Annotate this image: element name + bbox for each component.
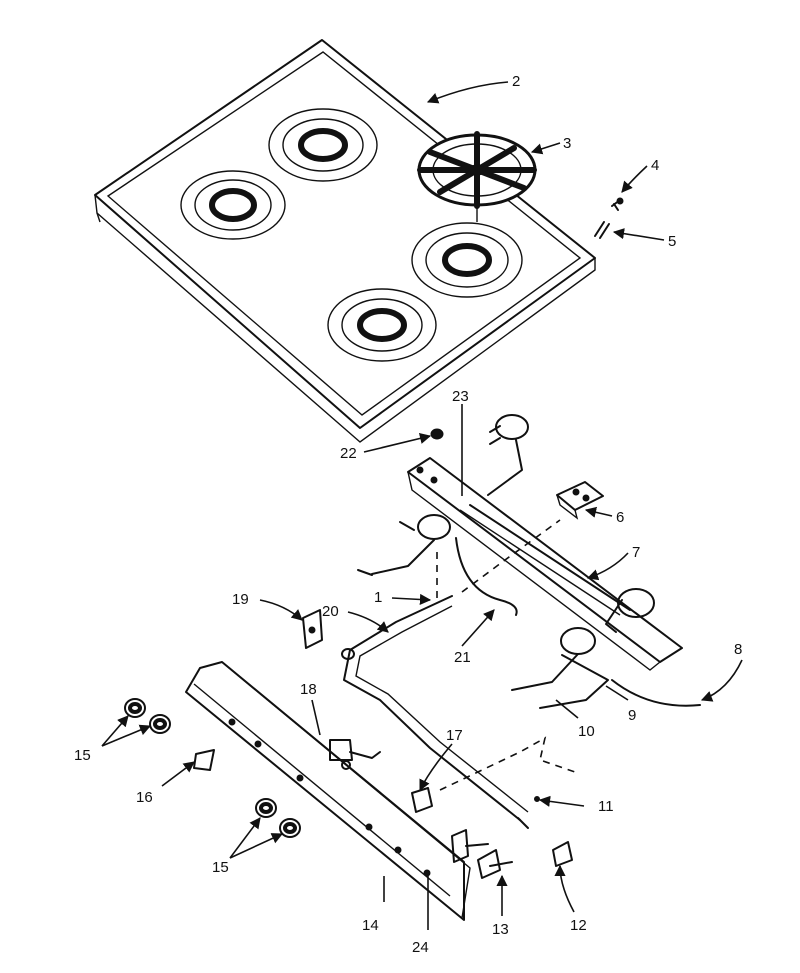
manifold-assembly [407,457,683,671]
callout-15-upper: 15 [74,747,91,764]
surface-burner-rear-left [268,108,378,182]
callout-15-lower: 15 [212,859,229,876]
gas-manifold-tube [341,595,529,829]
callout-6: 6 [616,509,624,526]
burner-valve-rear-right [357,514,451,576]
bracket-part-12 [552,841,573,867]
burner-valve-rear-left [487,414,529,496]
ignition-module [556,481,604,520]
control-panel [185,661,471,921]
callout-9: 9 [628,707,636,724]
callout-7: 7 [632,544,640,561]
wire-harness-dashed-2 [461,519,561,593]
callout-5: 5 [668,233,676,250]
callout-21: 21 [454,649,471,666]
control-knob-upper-1 [124,698,146,718]
bracket-part-19 [302,609,323,649]
control-knob-lower-1 [255,798,277,818]
callout-19: 19 [232,591,249,608]
surface-burner-rear-right [411,222,523,298]
callout-24: 24 [412,939,429,956]
surface-burner-front-left [180,170,286,240]
ignition-wire [455,537,518,616]
callout-13: 13 [492,921,509,938]
control-knob-upper-2 [149,714,171,734]
control-valves-lower [451,829,513,879]
screw-part-11 [534,796,540,802]
callout-1: 1 [374,589,382,606]
burner-grate [417,131,537,222]
control-knob-lower-2 [279,818,301,838]
nut-part-22 [430,428,444,440]
callout-22: 22 [340,445,357,462]
burner-valve-front-left [605,588,655,633]
leader-lines [101,81,743,930]
control-valves-upper [329,739,381,770]
callout-23: 23 [452,388,469,405]
cooktop-panel [94,39,596,443]
surface-burner-front-right [327,288,437,362]
callout-11: 11 [598,798,614,815]
callout-20: 20 [322,603,339,620]
bracket-part-17 [411,787,433,813]
screw-part-4 [611,197,624,211]
callout-8: 8 [734,641,742,658]
callout-4: 4 [651,157,659,174]
clip-part-5 [594,221,610,239]
control-knob-part-16 [193,749,215,771]
burner-valve-front-right [511,627,609,709]
callout-10: 10 [578,723,595,740]
callout-12: 12 [570,917,587,934]
callout-18: 18 [300,681,317,698]
callout-labels: 2 3 4 5 23 22 6 7 1 19 20 21 8 18 9 10 1… [74,73,742,956]
callout-17: 17 [446,727,463,744]
wire-harness-dashed [439,736,576,791]
callout-2: 2 [512,73,520,90]
callout-16: 16 [136,789,153,806]
gas-supply-line [611,679,701,707]
callout-14: 14 [362,917,379,934]
callout-3: 3 [563,135,571,152]
